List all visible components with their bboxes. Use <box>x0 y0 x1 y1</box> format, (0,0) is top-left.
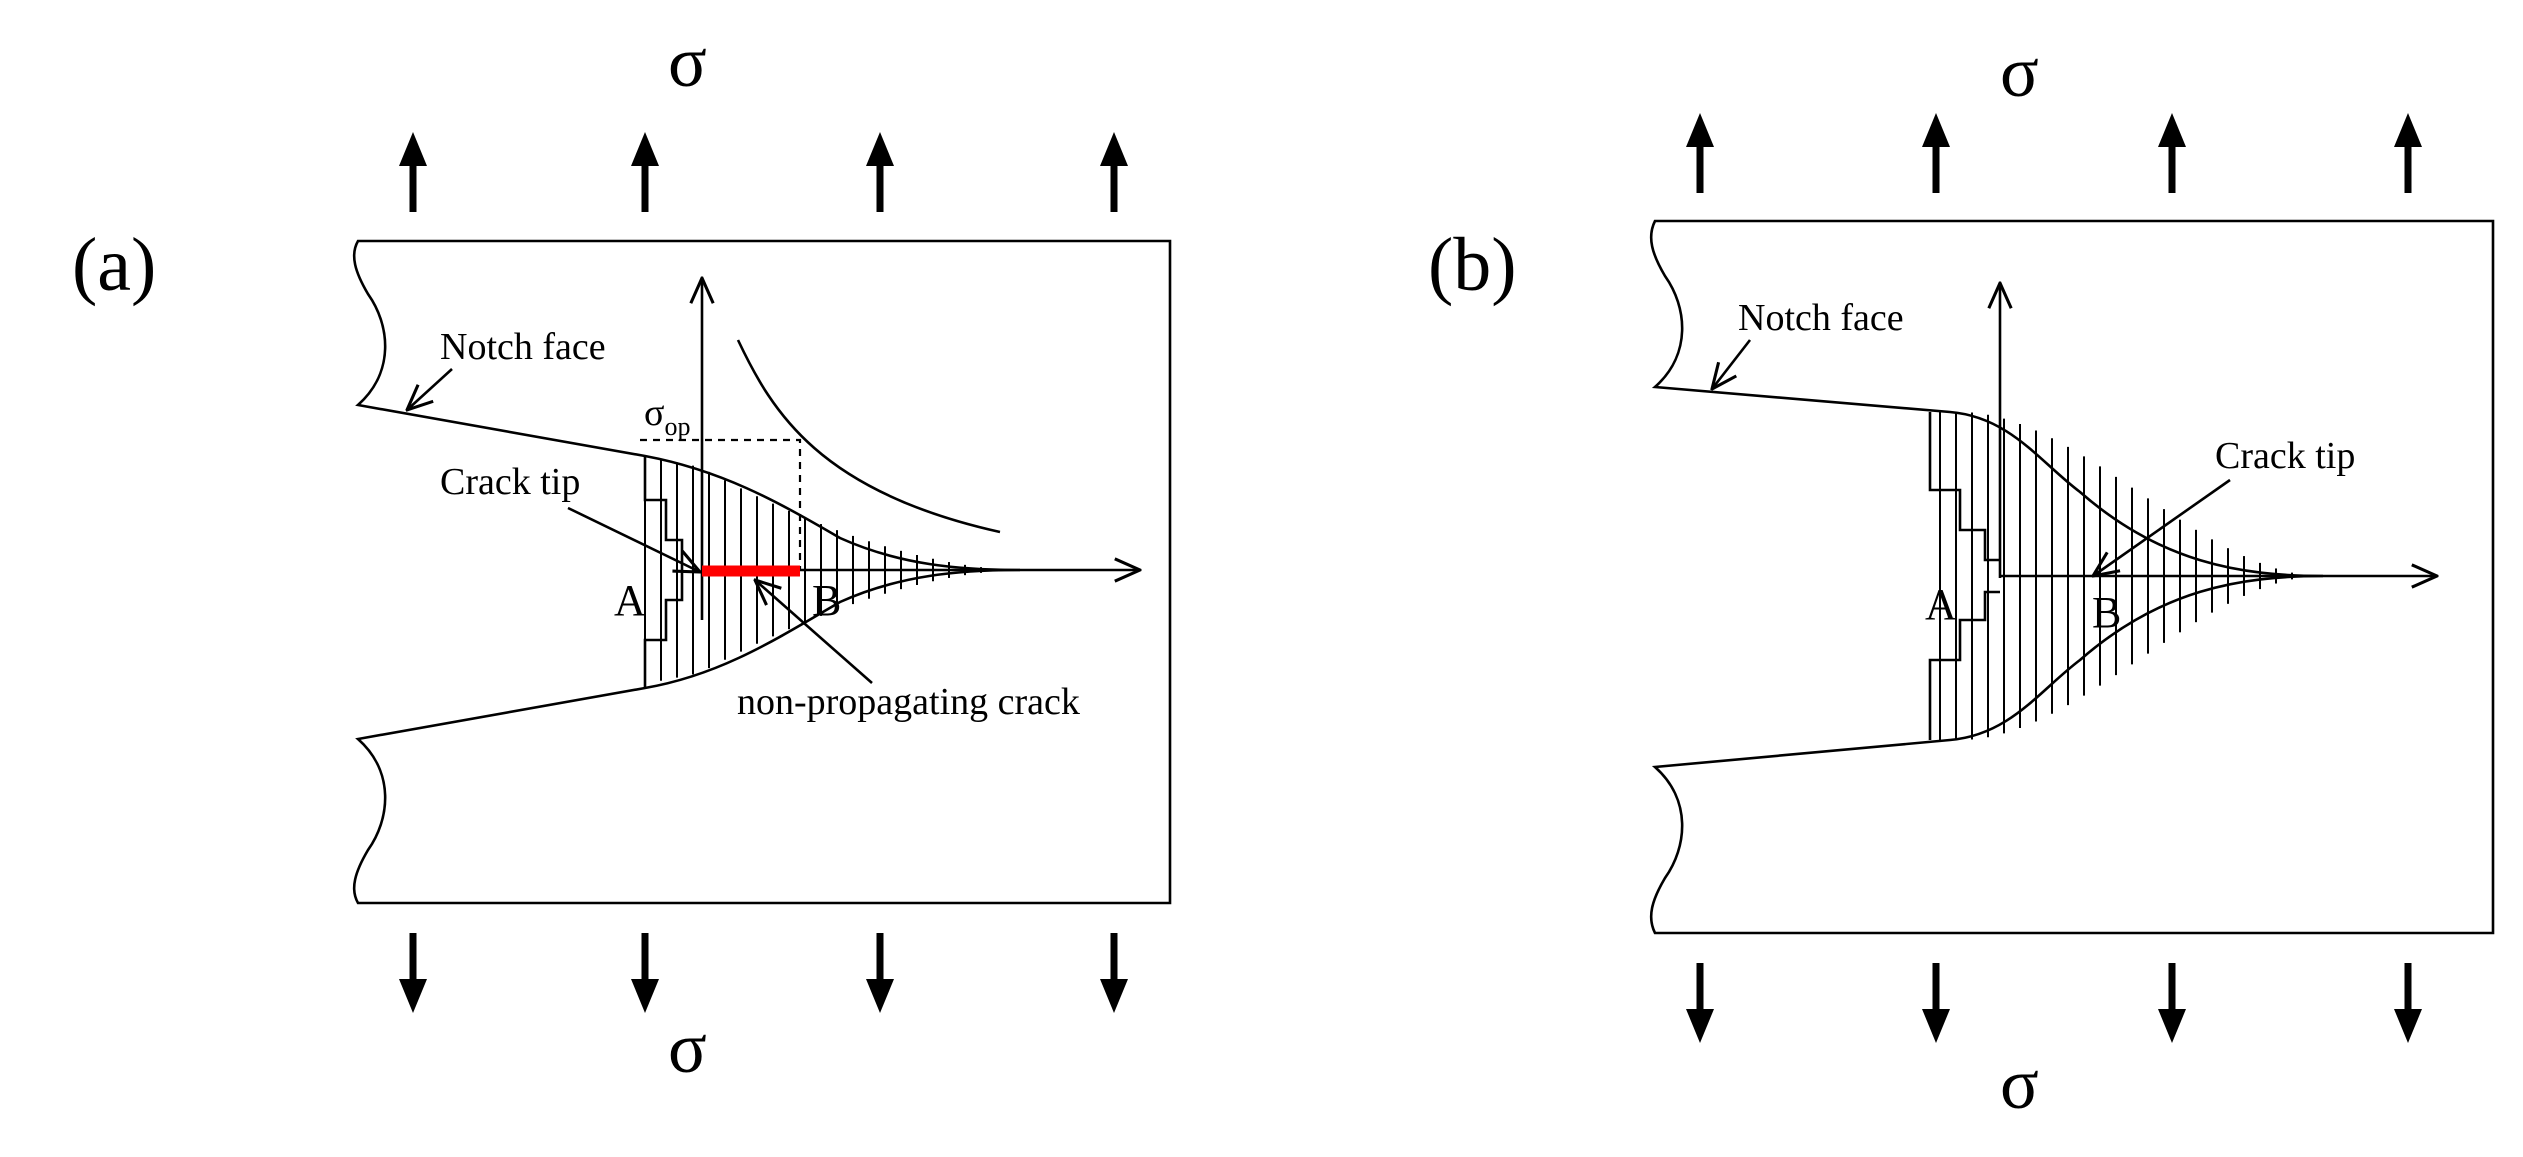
panel-b-sigma-top: σ <box>2000 32 2039 112</box>
panel-a-notch-face-label: Notch face <box>440 326 606 368</box>
load-arrow-down-icon <box>866 933 894 1013</box>
panel-b-top-load-arrows <box>1686 113 2422 193</box>
panel-b-crack-tip-leader <box>2093 478 2231 576</box>
panel-a-crack-tip-leader <box>567 506 700 572</box>
panel-a-top-load-arrows <box>399 132 1128 212</box>
panel-a-non-propagating-crack-label: non-propagating crack <box>737 681 1080 723</box>
panel-b-point-b-label: B <box>2092 588 2121 637</box>
load-arrow-down-icon <box>399 933 427 1013</box>
load-arrow-up-icon <box>1686 113 1714 193</box>
panel-b-label: (b) <box>1428 223 1517 307</box>
load-arrow-down-icon <box>1686 963 1714 1043</box>
panel-b-notch-face-label: Notch face <box>1738 297 1904 339</box>
panel-a: (a) σ σ σop Notch face Crack tip A B <box>72 22 1172 1088</box>
load-arrow-down-icon <box>631 933 659 1013</box>
panel-b-point-a-label: A <box>1925 580 1957 629</box>
panel-a-non-propagating-crack-leader <box>755 580 873 684</box>
load-arrow-down-icon <box>2394 963 2422 1043</box>
panel-a-sigma-top: σ <box>668 22 707 102</box>
panel-a-sigma-op-label: σop <box>644 392 690 441</box>
panel-a-crack-tip-label: Crack tip <box>440 461 580 503</box>
load-arrow-down-icon <box>2158 963 2186 1043</box>
panel-b: (b) σ σ Notch face Crack tip A B <box>1428 32 2495 1124</box>
panel-a-bottom-load-arrows <box>399 933 1128 1013</box>
panel-a-stepped-stress-edge <box>643 456 684 688</box>
panel-a-sigma-bottom: σ <box>668 1008 707 1088</box>
load-arrow-up-icon <box>2158 113 2186 193</box>
load-arrow-up-icon <box>399 132 427 212</box>
load-arrow-up-icon <box>1922 113 1950 193</box>
panel-a-label: (a) <box>72 223 156 307</box>
panel-a-sigma-op-dashed-guide <box>640 438 802 570</box>
panel-a-notch-face-leader <box>407 368 453 410</box>
panel-a-specimen-outline <box>352 239 1172 905</box>
panel-a-fatigue-limit-curve <box>736 339 1001 534</box>
load-arrow-up-icon <box>2394 113 2422 193</box>
panel-a-point-b-label: B <box>812 576 841 625</box>
panel-b-notch-face-leader <box>1712 339 1752 389</box>
panel-b-sigma-bottom: σ <box>2000 1044 2039 1124</box>
load-arrow-down-icon <box>1100 933 1128 1013</box>
load-arrow-down-icon <box>1922 963 1950 1043</box>
panel-b-crack-tip-label: Crack tip <box>2215 435 2355 477</box>
load-arrow-up-icon <box>631 132 659 212</box>
load-arrow-up-icon <box>1100 132 1128 212</box>
panel-a-point-a-label: A <box>614 576 646 625</box>
panel-b-specimen-outline <box>1649 219 2495 935</box>
load-arrow-up-icon <box>866 132 894 212</box>
panel-b-stepped-stress-edge <box>1928 412 2000 740</box>
panel-b-bottom-load-arrows <box>1686 963 2422 1043</box>
